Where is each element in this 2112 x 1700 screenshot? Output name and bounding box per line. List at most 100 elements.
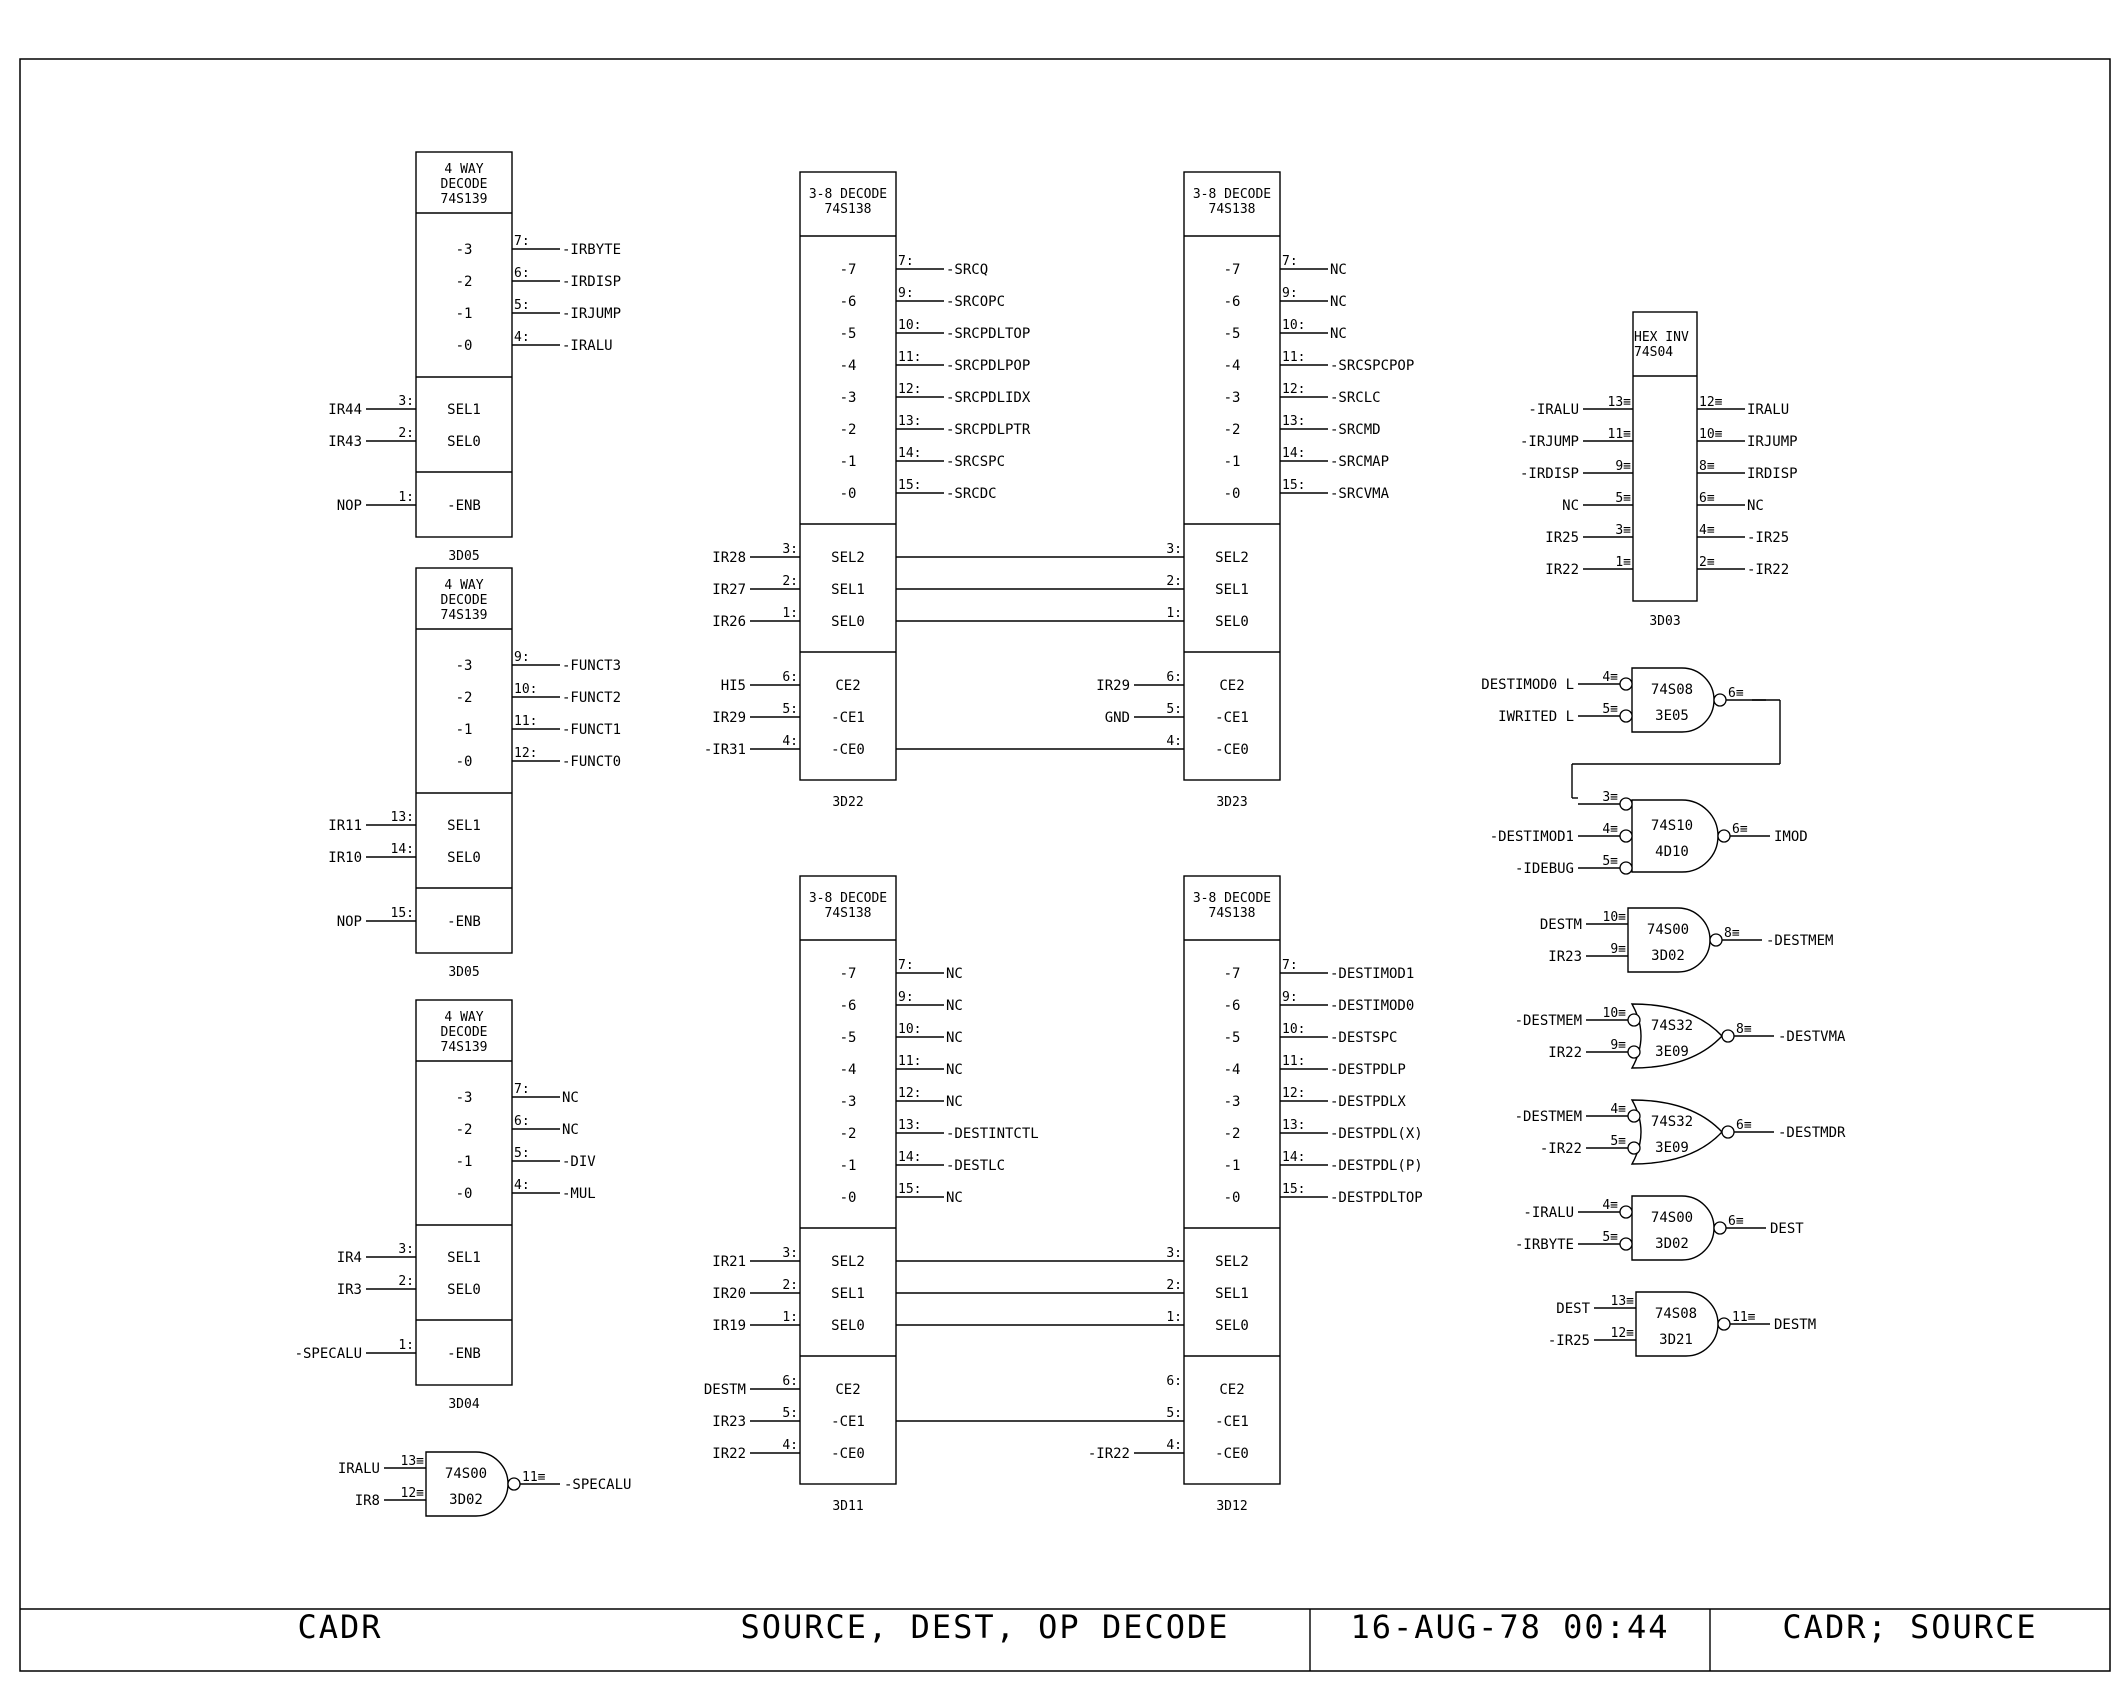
- pin-number: 14:: [1282, 1150, 1305, 1165]
- output-pin-label: -7: [1224, 262, 1241, 278]
- net-label: IRALU: [1747, 402, 1789, 418]
- enable-pin-label: -ENB: [447, 498, 481, 514]
- inversion-bubble: [1619, 1237, 1633, 1251]
- net-label: -IR31: [704, 742, 746, 758]
- output-pin-label: -0: [1224, 1190, 1241, 1206]
- enable-pin-label: -ENB: [447, 914, 481, 930]
- pin-number: 3:: [1166, 1246, 1182, 1261]
- net-label: IR22: [712, 1446, 746, 1462]
- net-label: -SRCQ: [946, 262, 988, 278]
- enable-pin-label: -CE1: [1215, 710, 1249, 726]
- net-label: IR20: [712, 1286, 746, 1302]
- net-label: -FUNCT0: [562, 754, 621, 770]
- pin-number: 6≡: [1732, 822, 1748, 837]
- net-label: -DESTMEM: [1515, 1013, 1582, 1029]
- net-label: NC: [946, 1030, 963, 1046]
- decoder-header: 3-8 DECODE: [1193, 187, 1271, 202]
- select-pin-label: SEL0: [447, 1282, 481, 1298]
- decoder-3to8-3d23: 3-8 DECODE74S138-77:NC-69:NC-510:NC-411:…: [1096, 171, 1414, 810]
- gate-part: 74S08: [1655, 1306, 1697, 1322]
- pin-number: 9:: [898, 990, 914, 1005]
- net-label: IMOD: [1774, 829, 1808, 845]
- net-label: IR28: [712, 550, 746, 566]
- pin-number: 15:: [898, 478, 921, 493]
- pin-number: 5≡: [1615, 491, 1631, 506]
- inversion-bubble: [1709, 933, 1723, 947]
- gate-body: [1630, 1003, 1723, 1069]
- output-pin-label: -1: [840, 454, 857, 470]
- pin-number: 5:: [1166, 1406, 1182, 1421]
- net-label: -DESTMEM: [1766, 933, 1833, 949]
- output-pin-label: -1: [456, 1154, 473, 1170]
- output-pin-label: -6: [840, 294, 857, 310]
- pin-number: 8≡: [1736, 1022, 1752, 1037]
- pin-number: 11≡: [522, 1470, 546, 1485]
- component-ref: 3D02: [449, 1492, 483, 1508]
- pin-number: 9≡: [1610, 942, 1626, 957]
- net-label: -SRCPDLPOP: [946, 358, 1030, 374]
- component-ref: 3D05: [448, 549, 479, 564]
- output-pin-label: -1: [840, 1158, 857, 1174]
- pin-number: 1:: [1166, 1310, 1182, 1325]
- decoder-header: 74S139: [441, 192, 488, 207]
- net-label: IR29: [1096, 678, 1130, 694]
- gate-body: [1630, 1099, 1723, 1165]
- net-label: DESTM: [704, 1382, 746, 1398]
- pin-number: 1:: [398, 490, 414, 505]
- decoder-header: 74S138: [825, 906, 872, 921]
- net-label: -IR25: [1747, 530, 1789, 546]
- pin-number: 13:: [1282, 1118, 1305, 1133]
- inversion-bubble: [1619, 797, 1633, 811]
- output-pin-label: -1: [456, 722, 473, 738]
- net-label: -IRALU: [1523, 1205, 1574, 1221]
- select-pin-label: SEL0: [831, 1318, 865, 1334]
- inversion-bubble: [1627, 1013, 1641, 1027]
- pin-number: 4:: [1166, 1438, 1182, 1453]
- net-label: -DESTMDR: [1778, 1125, 1846, 1141]
- component-ref: 3D05: [448, 965, 479, 980]
- output-pin-label: -3: [456, 658, 473, 674]
- pin-number: 5:: [514, 1146, 530, 1161]
- pin-number: 6≡: [1699, 491, 1715, 506]
- pin-number: 1≡: [1615, 555, 1631, 570]
- pin-number: 4≡: [1602, 822, 1618, 837]
- title-drawing-name: SOURCE, DEST, OP DECODE: [740, 1608, 1229, 1646]
- pin-number: 13≡: [401, 1454, 425, 1469]
- pin-number: 14:: [898, 1150, 921, 1165]
- pin-number: 10:: [1282, 1022, 1305, 1037]
- net-label: -SPECALU: [295, 1346, 362, 1362]
- net-label: -SRCMD: [1330, 422, 1381, 438]
- enable-pin-label: -ENB: [447, 1346, 481, 1362]
- net-destimod-to-imod: [1571, 699, 1781, 799]
- net-label: IRDISP: [1747, 466, 1798, 482]
- pin-number: 15:: [1282, 478, 1305, 493]
- pin-number: 5:: [782, 1406, 798, 1421]
- net-label: NOP: [337, 914, 362, 930]
- net-label: NOP: [337, 498, 362, 514]
- net-label: -SRCMAP: [1330, 454, 1389, 470]
- pin-number: 2:: [1166, 1278, 1182, 1293]
- net-label: -FUNCT1: [562, 722, 621, 738]
- net-label: -IRBYTE: [562, 242, 621, 258]
- component-ref: 3E09: [1655, 1140, 1689, 1156]
- net-label: -DESTIMOD0: [1330, 998, 1414, 1014]
- pin-number: 8≡: [1724, 926, 1740, 941]
- gate-part: 74S00: [1647, 922, 1689, 938]
- component-ref: 3D23: [1216, 795, 1247, 810]
- decoder-header: 74S138: [1209, 906, 1256, 921]
- output-pin-label: -7: [1224, 966, 1241, 982]
- output-pin-label: -7: [840, 966, 857, 982]
- pin-number: 13≡: [1611, 1294, 1635, 1309]
- inversion-bubble: [1717, 1317, 1731, 1331]
- net-label: IWRITED L: [1498, 709, 1574, 725]
- enable-pin-label: -CE1: [1215, 1414, 1249, 1430]
- net-label: GND: [1105, 710, 1130, 726]
- title-file: CADR; SOURCE: [1782, 1608, 2037, 1646]
- decoder-body: [1183, 875, 1281, 1485]
- inversion-bubble: [1627, 1141, 1641, 1155]
- net-label: IR44: [328, 402, 362, 418]
- net-label: HI5: [721, 678, 746, 694]
